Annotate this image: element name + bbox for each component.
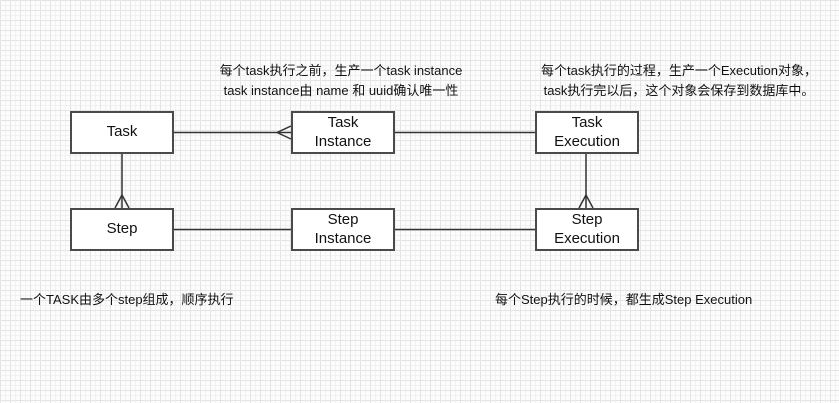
task-execution-annotation: 每个task执行的过程，生产一个Execution对象， task执行完以后，这… bbox=[541, 63, 817, 98]
step-instance-node: Step Instance bbox=[291, 208, 395, 251]
task-instance-node: Task Instance bbox=[291, 111, 395, 154]
step-execution-node-label: Step Execution bbox=[554, 211, 620, 247]
task-execution-node-label: Task Execution bbox=[554, 114, 620, 150]
step-annotation: 一个TASK由多个step组成，顺序执行 bbox=[20, 292, 234, 307]
connector-task-execution-to-step-execution bbox=[578, 154, 594, 209]
step-node-label: Step bbox=[106, 220, 138, 238]
step-instance-node-label: Step Instance bbox=[314, 211, 372, 247]
step-node: Step bbox=[70, 208, 174, 251]
step-execution-annotation: 每个Step执行的时候，都生成Step Execution bbox=[495, 292, 753, 307]
task-instance-annotation: 每个task执行之前，生产一个task instance task instan… bbox=[219, 63, 463, 98]
task-execution-node: Task Execution bbox=[535, 111, 639, 154]
connector-task-to-step bbox=[114, 154, 130, 209]
task-node-label: Task bbox=[106, 123, 138, 141]
task-node: Task bbox=[70, 111, 174, 154]
step-execution-node: Step Execution bbox=[535, 208, 639, 251]
task-instance-node-label: Task Instance bbox=[314, 114, 372, 150]
connector-task-to-task-instance bbox=[174, 125, 292, 140]
